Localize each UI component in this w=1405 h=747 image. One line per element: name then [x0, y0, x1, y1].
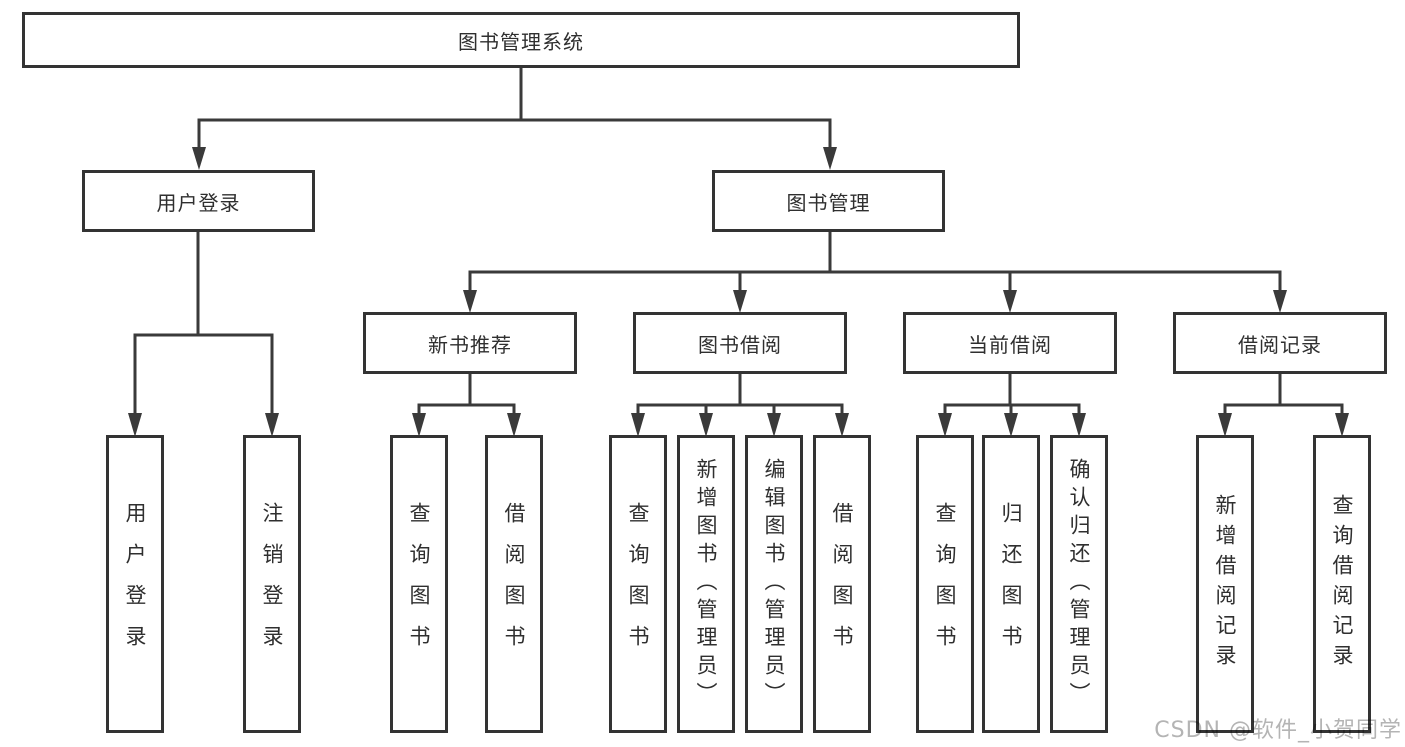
leaf-label: 注销登录	[260, 502, 285, 666]
leaf-label: 新增借阅记录	[1213, 494, 1238, 674]
group-book-borrow: 图书借阅	[633, 312, 847, 374]
leaf-query-books-recommend: 查询图书	[390, 435, 448, 733]
leaf-label: 确认归还（管理员）	[1067, 458, 1092, 710]
leaf-label: 新增图书（管理员）	[694, 458, 719, 710]
arrowhead-icons	[128, 147, 1349, 437]
connector-lines	[133, 68, 1344, 415]
leaf-label: 编辑图书（管理员）	[762, 458, 787, 710]
group-new-book-recommend: 新书推荐	[363, 312, 577, 374]
leaf-query-books-current: 查询图书	[916, 435, 974, 733]
branch-book-management: 图书管理	[712, 170, 945, 232]
group-current-borrow: 当前借阅	[903, 312, 1117, 374]
leaf-edit-book-admin: 编辑图书（管理员）	[745, 435, 803, 733]
leaf-label: 查询图书	[933, 502, 958, 666]
leaf-user-login: 用户登录	[106, 435, 164, 733]
group-borrow-records: 借阅记录	[1173, 312, 1387, 374]
leaf-label: 借阅图书	[830, 502, 855, 666]
leaf-label: 用户登录	[123, 502, 148, 666]
leaf-label: 查询图书	[407, 502, 432, 666]
leaf-add-book-admin: 新增图书（管理员）	[677, 435, 735, 733]
leaf-return-book: 归还图书	[982, 435, 1040, 733]
branch-user-login: 用户登录	[82, 170, 315, 232]
leaf-label: 借阅图书	[502, 502, 527, 666]
leaf-borrow-books-recommend: 借阅图书	[485, 435, 543, 733]
node-root: 图书管理系统	[22, 12, 1020, 68]
leaf-logout: 注销登录	[243, 435, 301, 733]
leaf-label: 查询图书	[626, 502, 651, 666]
leaf-query-borrow-record: 查询借阅记录	[1313, 435, 1371, 733]
leaf-add-borrow-record: 新增借阅记录	[1196, 435, 1254, 733]
leaf-query-books-borrow: 查询图书	[609, 435, 667, 733]
watermark-text: CSDN @软件_小贺同学	[1154, 718, 1402, 743]
leaf-borrow-books: 借阅图书	[813, 435, 871, 733]
leaf-confirm-return-admin: 确认归还（管理员）	[1050, 435, 1108, 733]
leaf-label: 归还图书	[999, 502, 1024, 666]
leaf-label: 查询借阅记录	[1330, 494, 1355, 674]
